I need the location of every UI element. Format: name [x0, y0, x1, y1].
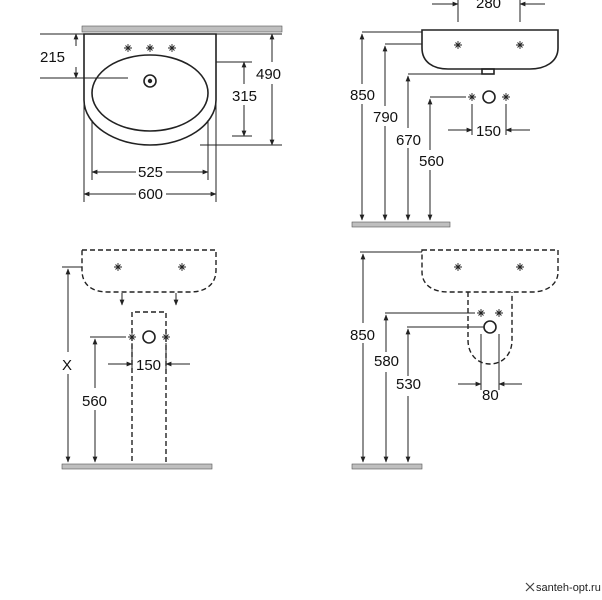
tap-hole-icon — [123, 43, 133, 53]
floor-strip — [351, 221, 451, 228]
basin-side-outline — [421, 249, 559, 293]
dim-label: 80 — [482, 387, 499, 404]
basin-outline — [83, 33, 217, 146]
dim-label: 215 — [40, 49, 65, 66]
tap-hole-icon — [453, 262, 463, 272]
wall-strip — [81, 25, 283, 33]
pipe-outlet-icon — [142, 330, 156, 344]
tap-hole-icon — [127, 332, 137, 342]
watermark: santeh-opt.ru — [525, 582, 601, 594]
tap-hole-icon — [501, 92, 511, 102]
dim-label: X — [62, 357, 72, 374]
tap-hole-icon — [113, 262, 123, 272]
tap-hole-icon — [467, 92, 477, 102]
view-top-plan: 215 490 315 525 600 — [40, 25, 283, 203]
pipe-outlet-icon — [482, 90, 496, 104]
tap-hole-icon — [177, 262, 187, 272]
basin-bowl — [91, 54, 209, 132]
dim-label: 670 — [396, 132, 421, 149]
dim-label: 600 — [138, 186, 163, 203]
tap-hole-icon — [145, 43, 155, 53]
pipe-outlet-icon — [483, 320, 497, 334]
view-side-wall: 280 150 850 790 670 560 — [350, 0, 559, 228]
tap-hole-icon — [515, 40, 525, 50]
basin-drain-stub — [481, 68, 495, 75]
semi-pedestal-outline — [467, 292, 513, 365]
basin-front-outline — [81, 249, 217, 293]
floor-strip — [61, 463, 213, 470]
tap-hole-icon — [515, 262, 525, 272]
scissors-icon — [525, 582, 535, 592]
dim-label: 790 — [373, 109, 398, 126]
dim-label: 280 — [476, 0, 501, 12]
dim-label: 150 — [476, 123, 501, 140]
floor-strip — [351, 463, 423, 470]
dim-label: 150 — [136, 357, 161, 374]
dim-label: 315 — [232, 88, 257, 105]
dim-label: 490 — [256, 66, 281, 83]
basin-side-outline — [421, 29, 559, 70]
dim-label: 850 — [350, 327, 375, 344]
tap-hole-icon — [476, 308, 486, 318]
view-side-pedestal: 80 850 580 530 — [350, 249, 559, 470]
tap-hole-icon — [453, 40, 463, 50]
watermark-text: santeh-opt.ru — [536, 582, 601, 594]
pedestal-outline — [131, 311, 167, 467]
tap-hole-icon — [494, 308, 504, 318]
dim-label: 530 — [396, 376, 421, 393]
dim-label: 580 — [374, 353, 399, 370]
drain-center — [147, 78, 153, 84]
dim-label: 560 — [82, 393, 107, 410]
dim-label: 850 — [350, 87, 375, 104]
tap-hole-icon — [161, 332, 171, 342]
dim-label: 525 — [138, 164, 163, 181]
dim-label: 560 — [419, 153, 444, 170]
view-front-pedestal: 150 X 560 — [61, 249, 217, 470]
tap-hole-icon — [167, 43, 177, 53]
drain-icon — [143, 74, 157, 88]
